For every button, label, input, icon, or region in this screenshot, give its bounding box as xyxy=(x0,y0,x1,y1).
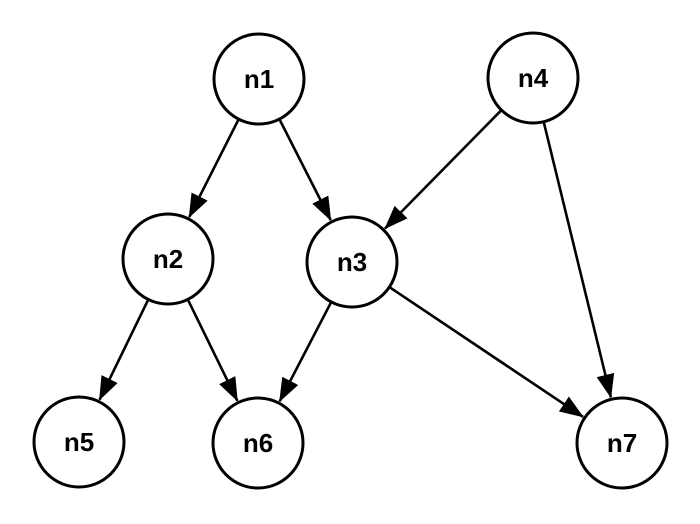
node-circle-n4 xyxy=(486,31,580,125)
edge-n1-n2 xyxy=(188,118,240,218)
node-n2: n2 xyxy=(121,212,215,306)
node-label-n3: n3 xyxy=(337,247,367,277)
edge-n2-n6 xyxy=(186,298,239,402)
node-circle-n1 xyxy=(212,32,306,126)
node-label-n4: n4 xyxy=(518,63,549,93)
node-label-n5: n5 xyxy=(64,427,94,457)
edge-n4-n3 xyxy=(384,109,503,230)
edge-n3-n7 xyxy=(388,285,584,418)
edge-n4-n7 xyxy=(542,121,615,399)
node-n1: n1 xyxy=(212,32,306,126)
node-label-n1: n1 xyxy=(244,64,274,94)
node-circle-n5 xyxy=(32,395,126,489)
node-n4: n4 xyxy=(486,31,580,125)
node-n6: n6 xyxy=(211,396,305,490)
node-n3: n3 xyxy=(305,215,399,309)
node-circle-n7 xyxy=(575,396,669,490)
node-circle-n2 xyxy=(121,212,215,306)
edge-n1-n3 xyxy=(278,118,332,221)
node-label-n7: n7 xyxy=(607,428,637,458)
edge-n3-n6 xyxy=(278,301,333,403)
node-n7: n7 xyxy=(575,396,669,490)
node-circle-n6 xyxy=(211,396,305,490)
node-label-n6: n6 xyxy=(243,428,273,458)
node-n5: n5 xyxy=(32,395,126,489)
edge-n2-n5 xyxy=(98,298,150,401)
node-circle-n3 xyxy=(305,215,399,309)
node-label-n2: n2 xyxy=(153,244,183,274)
